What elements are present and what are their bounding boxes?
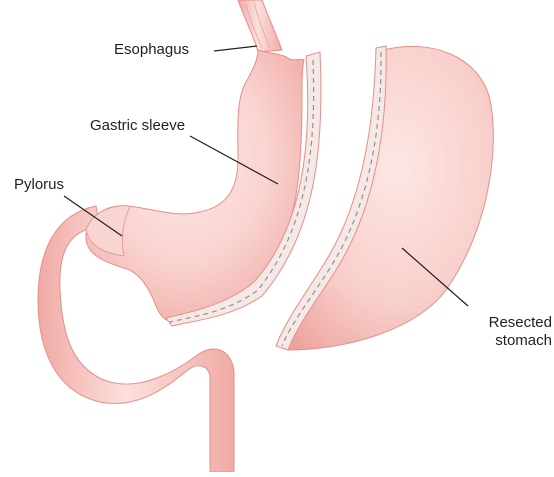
gastric-sleeve-label: Gastric sleeve [90, 117, 185, 135]
pylorus-label: Pylorus [14, 176, 64, 194]
resected-stomach-label-line1: Resected [472, 314, 552, 332]
resected-stomach-label-line2: stomach [472, 332, 552, 350]
esophagus-leader-line [214, 46, 257, 51]
esophagus-label: Esophagus [114, 41, 189, 59]
resected-stomach-label: Resected stomach [472, 314, 552, 350]
